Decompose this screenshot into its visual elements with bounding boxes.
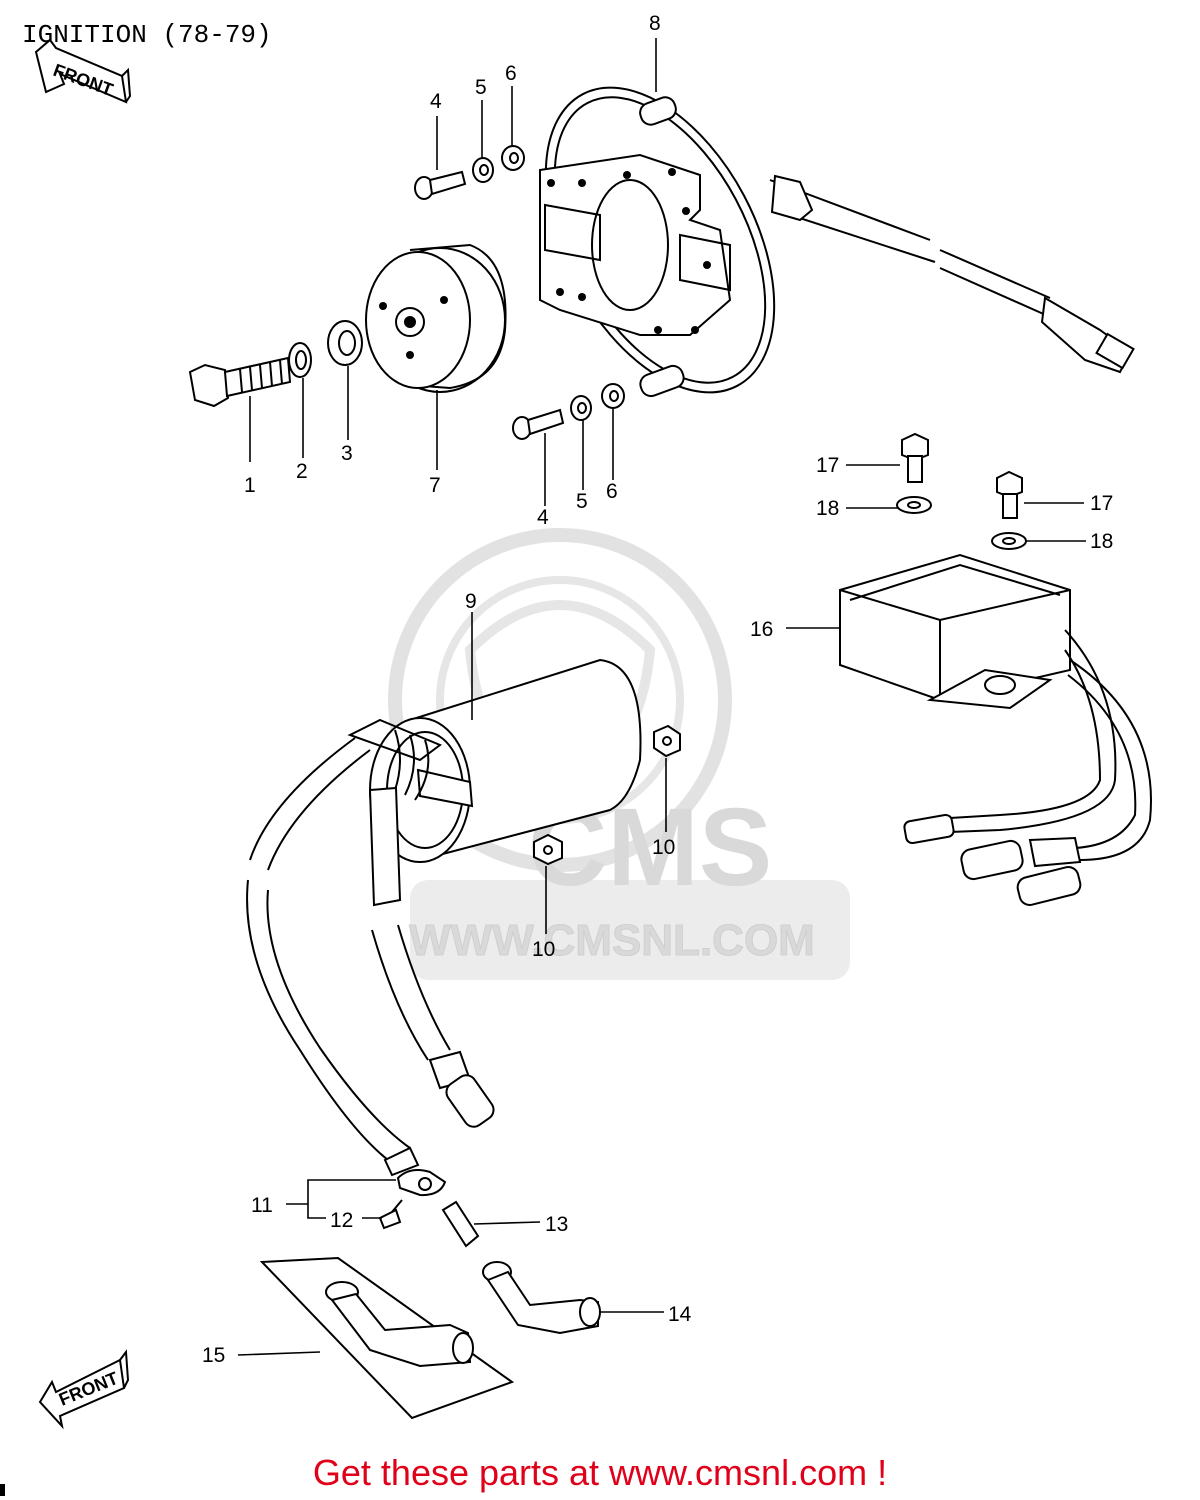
bolt-part-1 <box>188 356 292 408</box>
callout-18-right: 18 <box>1090 530 1113 553</box>
bolt-part-17-left <box>901 432 929 483</box>
washer-part-3 <box>327 320 363 366</box>
clamp-part-11 <box>396 1169 447 1197</box>
screw-part-4-top <box>414 170 467 200</box>
rotor-part-7 <box>365 243 507 393</box>
front-arrow-top: FRONT <box>34 38 132 104</box>
cms-watermark: CMS WWW.CMSNL.COM <box>388 528 850 980</box>
ignition-coil-part-9 <box>246 658 642 1177</box>
stator-assembly-part-8 <box>539 86 1135 398</box>
callout-4-bottom: 4 <box>537 506 549 529</box>
callout-2: 2 <box>296 460 308 483</box>
leader-lines <box>237 38 1086 1356</box>
callout-9: 9 <box>465 590 477 613</box>
washer-part-18-right <box>991 532 1027 550</box>
nut-part-10-left <box>533 833 563 866</box>
callout-8: 8 <box>649 12 661 35</box>
callout-11: 11 <box>251 1194 273 1217</box>
callout-5-bottom: 5 <box>576 490 588 513</box>
callout-6-top: 6 <box>505 62 517 85</box>
callout-13: 13 <box>545 1213 568 1236</box>
washer-part-6-bottom <box>601 383 625 409</box>
washer-part-2 <box>288 342 312 378</box>
watermark-url-text: WWW.CMSNL.COM <box>409 916 815 965</box>
spring-washer-part-5-bottom <box>570 395 592 421</box>
callout-10-left: 10 <box>532 938 555 961</box>
callout-17-right: 17 <box>1090 492 1113 515</box>
callout-3: 3 <box>341 442 353 465</box>
callout-17-left: 17 <box>816 454 839 477</box>
callout-numbers: 1 2 3 7 4 5 6 4 5 6 8 9 10 10 17 18 17 1… <box>202 12 1113 1367</box>
bolt-part-17-right <box>996 470 1023 519</box>
washer-part-18-left <box>896 496 932 514</box>
corner-mark <box>0 1484 5 1496</box>
diagram-title: IGNITION (78-79) <box>22 20 272 50</box>
plug-cap-part-14 <box>482 1261 601 1335</box>
callout-6-bottom: 6 <box>606 480 618 503</box>
callout-18-left: 18 <box>816 497 839 520</box>
terminal-part-13 <box>441 1200 480 1248</box>
spring-washer-part-5-top <box>472 157 494 183</box>
callout-7: 7 <box>429 474 441 497</box>
callout-12: 12 <box>330 1209 353 1232</box>
callout-1: 1 <box>244 474 256 497</box>
callout-5-top: 5 <box>475 76 487 99</box>
screw-part-4-bottom <box>512 408 565 440</box>
callout-10-right: 10 <box>652 836 675 859</box>
washer-part-6-top <box>501 145 525 171</box>
callout-14: 14 <box>668 1303 692 1326</box>
callout-4-top: 4 <box>430 90 442 113</box>
front-arrow-bottom: FRONT <box>38 1349 130 1430</box>
igniter-unit-part-16 <box>839 553 1152 906</box>
footer-link-text[interactable]: Get these parts at www.cmsnl.com ! <box>312 1452 888 1493</box>
nut-part-10-right <box>653 724 681 758</box>
screw-part-12 <box>378 1199 403 1230</box>
callout-16: 16 <box>750 618 773 641</box>
callout-15: 15 <box>202 1344 225 1367</box>
plug-cap-set-part-15 <box>259 1256 515 1420</box>
